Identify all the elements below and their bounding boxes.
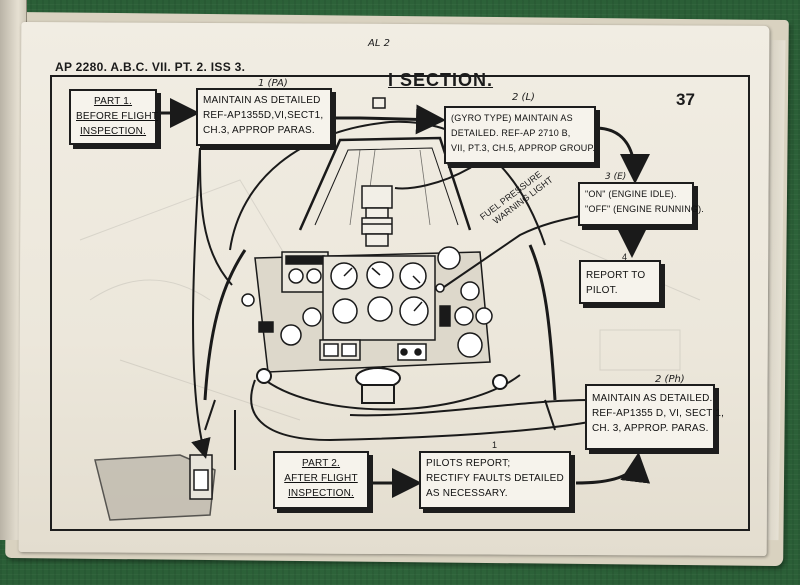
part2-step2-tag: 2 (Ph) xyxy=(655,374,685,385)
gunsight xyxy=(361,97,393,247)
step4-line-1: REPORT TO xyxy=(586,270,646,281)
step1-tag: 1 (PA) xyxy=(258,78,288,89)
instrument-panel xyxy=(241,246,493,373)
part2-step1-tag: 1 xyxy=(492,440,498,450)
step2-line-3: VII, PT.3, CH.5, APPROP GROUP. xyxy=(451,143,596,153)
step1-line-3: CH.3, APPROP PARAS. xyxy=(203,125,315,136)
p2s2-line-3: CH. 3, APPROP. PARAS. xyxy=(592,423,709,434)
step3-engine-box: "ON" (ENGINE IDLE). "OFF" (ENGINE RUNNIN… xyxy=(578,182,704,226)
part2-line-3: INSPECTION. xyxy=(287,488,355,499)
step4-report-box: REPORT TO PILOT. xyxy=(579,260,661,304)
part2-line-1: PART 2. xyxy=(301,458,341,469)
p2s2-line-2: REF-AP1355 D, VI, SECT 1, xyxy=(592,408,725,419)
control-column xyxy=(234,367,521,470)
step4-tag: 4 xyxy=(622,252,628,262)
throttle-quadrant xyxy=(94,454,216,521)
step2-line-2: DETAILED. REF-AP 2710 B, xyxy=(451,128,571,138)
part1-box: PART 1. BEFORE FLIGHT INSPECTION. xyxy=(69,89,159,145)
step2-tag: 2 (L) xyxy=(512,92,535,103)
page-number: 37 xyxy=(676,90,695,109)
step3-line-2: "OFF" (ENGINE RUNNING). xyxy=(585,204,704,214)
handwritten-note: AL 2 xyxy=(368,38,390,49)
p2s1-line-1: PILOTS REPORT; xyxy=(426,458,511,469)
part2-line-2: AFTER FLIGHT xyxy=(284,473,358,484)
step1-maintain-box: MAINTAIN AS DETAILED REF-AP1355D,VI,SECT… xyxy=(196,88,332,146)
part1-line-3: INSPECTION. xyxy=(79,126,147,137)
diagram-frame xyxy=(50,75,750,531)
part2-step1-pilots-report-box: PILOTS REPORT; RECTIFY FAULTS DETAILED A… xyxy=(419,451,571,509)
p2s2-line-1: MAINTAIN AS DETAILED. xyxy=(592,393,713,404)
document-reference: AP 2280. A.B.C. VII. PT. 2. ISS 3. xyxy=(55,60,246,74)
p2s1-line-2: RECTIFY FAULTS DETAILED xyxy=(426,473,564,484)
part2-box: PART 2. AFTER FLIGHT INSPECTION. xyxy=(273,451,369,509)
step2-gyro-box: (GYRO TYPE) MAINTAIN AS DETAILED. REF-AP… xyxy=(444,106,596,164)
p2s1-line-3: AS NECESSARY. xyxy=(426,488,508,499)
step2-line-1: (GYRO TYPE) MAINTAIN AS xyxy=(451,113,573,123)
step3-tag: 3 (E) xyxy=(605,172,627,182)
step4-line-2: PILOT. xyxy=(586,285,618,296)
step1-line-1: MAINTAIN AS DETAILED xyxy=(203,95,321,106)
step3-line-1: "ON" (ENGINE IDLE). xyxy=(585,189,677,199)
part2-step2-maintain-box: MAINTAIN AS DETAILED. REF-AP1355 D, VI, … xyxy=(585,384,725,450)
part1-line-2: BEFORE FLIGHT xyxy=(76,111,159,122)
step1-line-2: REF-AP1355D,VI,SECT1, xyxy=(203,110,324,121)
part1-line-1: PART 1. xyxy=(93,96,133,107)
